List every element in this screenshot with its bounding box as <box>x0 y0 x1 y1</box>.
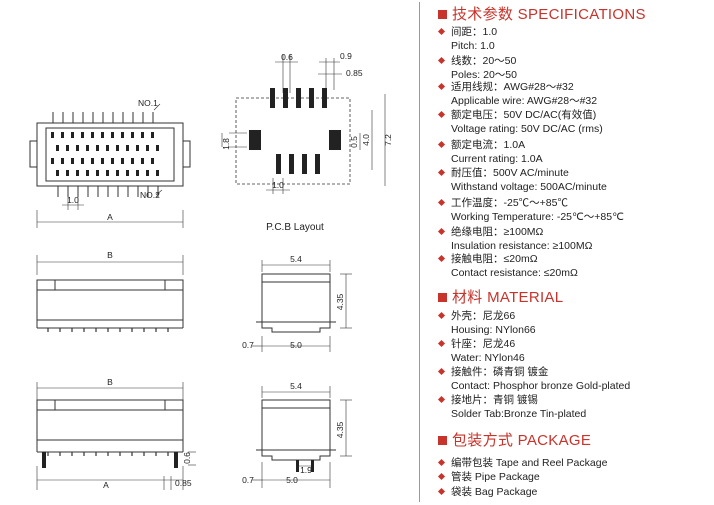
diamond-bullet-icon <box>437 339 446 348</box>
spec-insulation-en: Insulation resistance: ≥100MΩ <box>451 240 593 252</box>
diamond-bullet-icon <box>437 110 446 119</box>
diamond-bullet-icon <box>437 140 446 149</box>
package-tape-reel: 编带包装 Tape and Reel Package <box>437 456 607 470</box>
material-contact-cn: 接触件：磷青铜 镀金 <box>437 365 548 379</box>
top-view-connector <box>29 103 191 228</box>
front-view-bottom <box>36 382 196 490</box>
pcb-layout <box>221 54 386 194</box>
pcb-dim-1-0: 1.0 <box>272 180 284 190</box>
pcb-dim-7-2: 7.2 <box>383 134 393 146</box>
bot-dim-b: B <box>107 377 113 387</box>
spec-pitch-en: Pitch: 1.0 <box>451 40 495 52</box>
diamond-bullet-icon <box>437 254 446 263</box>
pcb-layout-label: P.C.B Layout <box>266 222 324 233</box>
spec-temp-en: Working Temperature: -25℃～+85℃ <box>451 211 624 223</box>
diamond-bullet-icon <box>437 82 446 91</box>
side-view-middle <box>252 260 352 352</box>
diamond-bullet-icon <box>437 198 446 207</box>
material-solder-en: Solder Tab:Bronze Tin-plated <box>451 408 587 420</box>
spec-voltage-cn: 额定电压：50V DC/AC(有效值) <box>437 108 596 122</box>
bullet-square-icon <box>438 436 447 445</box>
pcb-dim-0-9: 0.9 <box>340 51 352 61</box>
bot-side-dim-5-0: 5.0 <box>286 475 298 485</box>
bot-dim-0-6: 0.6 <box>182 452 192 464</box>
spec-wire-cn: 适用线规：AWG#28～#32 <box>437 80 574 94</box>
side-dim-5-4: 5.4 <box>290 254 302 264</box>
spec-panel: 技术参数 SPECIFICATIONS 间距：1.0 Pitch: 1.0 线数… <box>425 0 714 505</box>
package-pipe: 管装 Pipe Package <box>437 470 540 484</box>
bot-side-dim-4-35: 4.35 <box>335 421 345 438</box>
spec-contact-res-en: Contact resistance: ≤20mΩ <box>451 267 578 279</box>
material-housing-cn: 外壳：尼龙66 <box>437 309 515 323</box>
pcb-dim-0-85: 0.85 <box>346 68 363 78</box>
material-contact-en: Contact: Phosphor bronze Gold-plated <box>451 380 631 392</box>
spec-current-cn: 额定电流：1.0A <box>437 138 525 152</box>
top-dim-no2: NO.2 <box>140 190 160 200</box>
diamond-bullet-icon <box>437 168 446 177</box>
spec-insulation-cn: 绝缘电阻：≥100MΩ <box>437 225 543 239</box>
diamond-bullet-icon <box>437 311 446 320</box>
mid-dim-b: B <box>107 250 113 260</box>
pcb-dim-0-5: 0.5 <box>349 136 359 148</box>
side-dim-0-7: 0.7 <box>242 340 254 350</box>
technical-drawing: NO.1 NO.2 1.0 A 0.6 0.9 0.85 1.8 0.5 4.0… <box>29 51 393 490</box>
package-heading: 包装方式 PACKAGE <box>438 431 591 451</box>
spec-poles-cn: 线数：20～50 <box>437 54 516 68</box>
top-dim-no1: NO.1 <box>138 98 158 108</box>
spec-contact-res-cn: 接触电阻：≤20mΩ <box>437 252 538 266</box>
material-water-en: Water: NYlon46 <box>451 352 525 364</box>
spec-withstand-en: Withstand voltage: 500AC/minute <box>451 181 607 193</box>
side-dim-4-35: 4.35 <box>335 293 345 310</box>
material-housing-en: Housing: NYlon66 <box>451 324 536 336</box>
bot-side-dim-5-4: 5.4 <box>290 381 302 391</box>
bot-side-dim-1-9: 1.9 <box>300 465 312 475</box>
spec-voltage-en: Voltage rating: 50V DC/AC (rms) <box>451 123 603 135</box>
diamond-bullet-icon <box>437 27 446 36</box>
material-heading: 材料 MATERIAL <box>438 288 563 308</box>
diamond-bullet-icon <box>437 56 446 65</box>
divider <box>419 2 420 502</box>
bullet-square-icon <box>438 293 447 302</box>
diamond-bullet-icon <box>437 227 446 236</box>
bot-dim-a: A <box>103 480 109 490</box>
front-view-middle <box>36 255 184 332</box>
side-dim-5-0: 5.0 <box>290 340 302 350</box>
specifications-heading: 技术参数 SPECIFICATIONS <box>438 5 646 25</box>
spec-temp-cn: 工作温度：-25℃～+85℃ <box>437 196 568 210</box>
top-dim-a: A <box>107 212 113 222</box>
pcb-dim-4-0: 4.0 <box>361 134 371 146</box>
top-view-bottom-pins <box>57 186 159 197</box>
bot-dim-0-85: 0.85 <box>175 478 192 488</box>
top-dim-1-0: 1.0 <box>67 195 79 205</box>
diamond-bullet-icon <box>437 367 446 376</box>
pcb-dim-0-6: 0.6 <box>281 52 293 62</box>
spec-wire-en: Applicable wire: AWG#28～#32 <box>451 95 598 107</box>
pcb-dim-1-8: 1.8 <box>221 138 231 150</box>
top-view-top-pins <box>52 112 154 123</box>
package-bag: 袋装 Bag Package <box>437 485 537 499</box>
material-solder-cn: 接地片：青铜 镀锡 <box>437 393 538 407</box>
spec-withstand-cn: 耐压值：500V AC/minute <box>437 166 569 180</box>
spec-poles-en: Poles: 20～50 <box>451 69 517 81</box>
bot-side-dim-0-7: 0.7 <box>242 475 254 485</box>
bullet-square-icon <box>438 10 447 19</box>
diamond-bullet-icon <box>437 487 446 496</box>
material-water-cn: 针座：尼龙46 <box>437 337 515 351</box>
diamond-bullet-icon <box>437 395 446 404</box>
diamond-bullet-icon <box>437 472 446 481</box>
spec-pitch-cn: 间距：1.0 <box>437 25 497 39</box>
diamond-bullet-icon <box>437 458 446 467</box>
spec-current-en: Current rating: 1.0A <box>451 153 543 165</box>
